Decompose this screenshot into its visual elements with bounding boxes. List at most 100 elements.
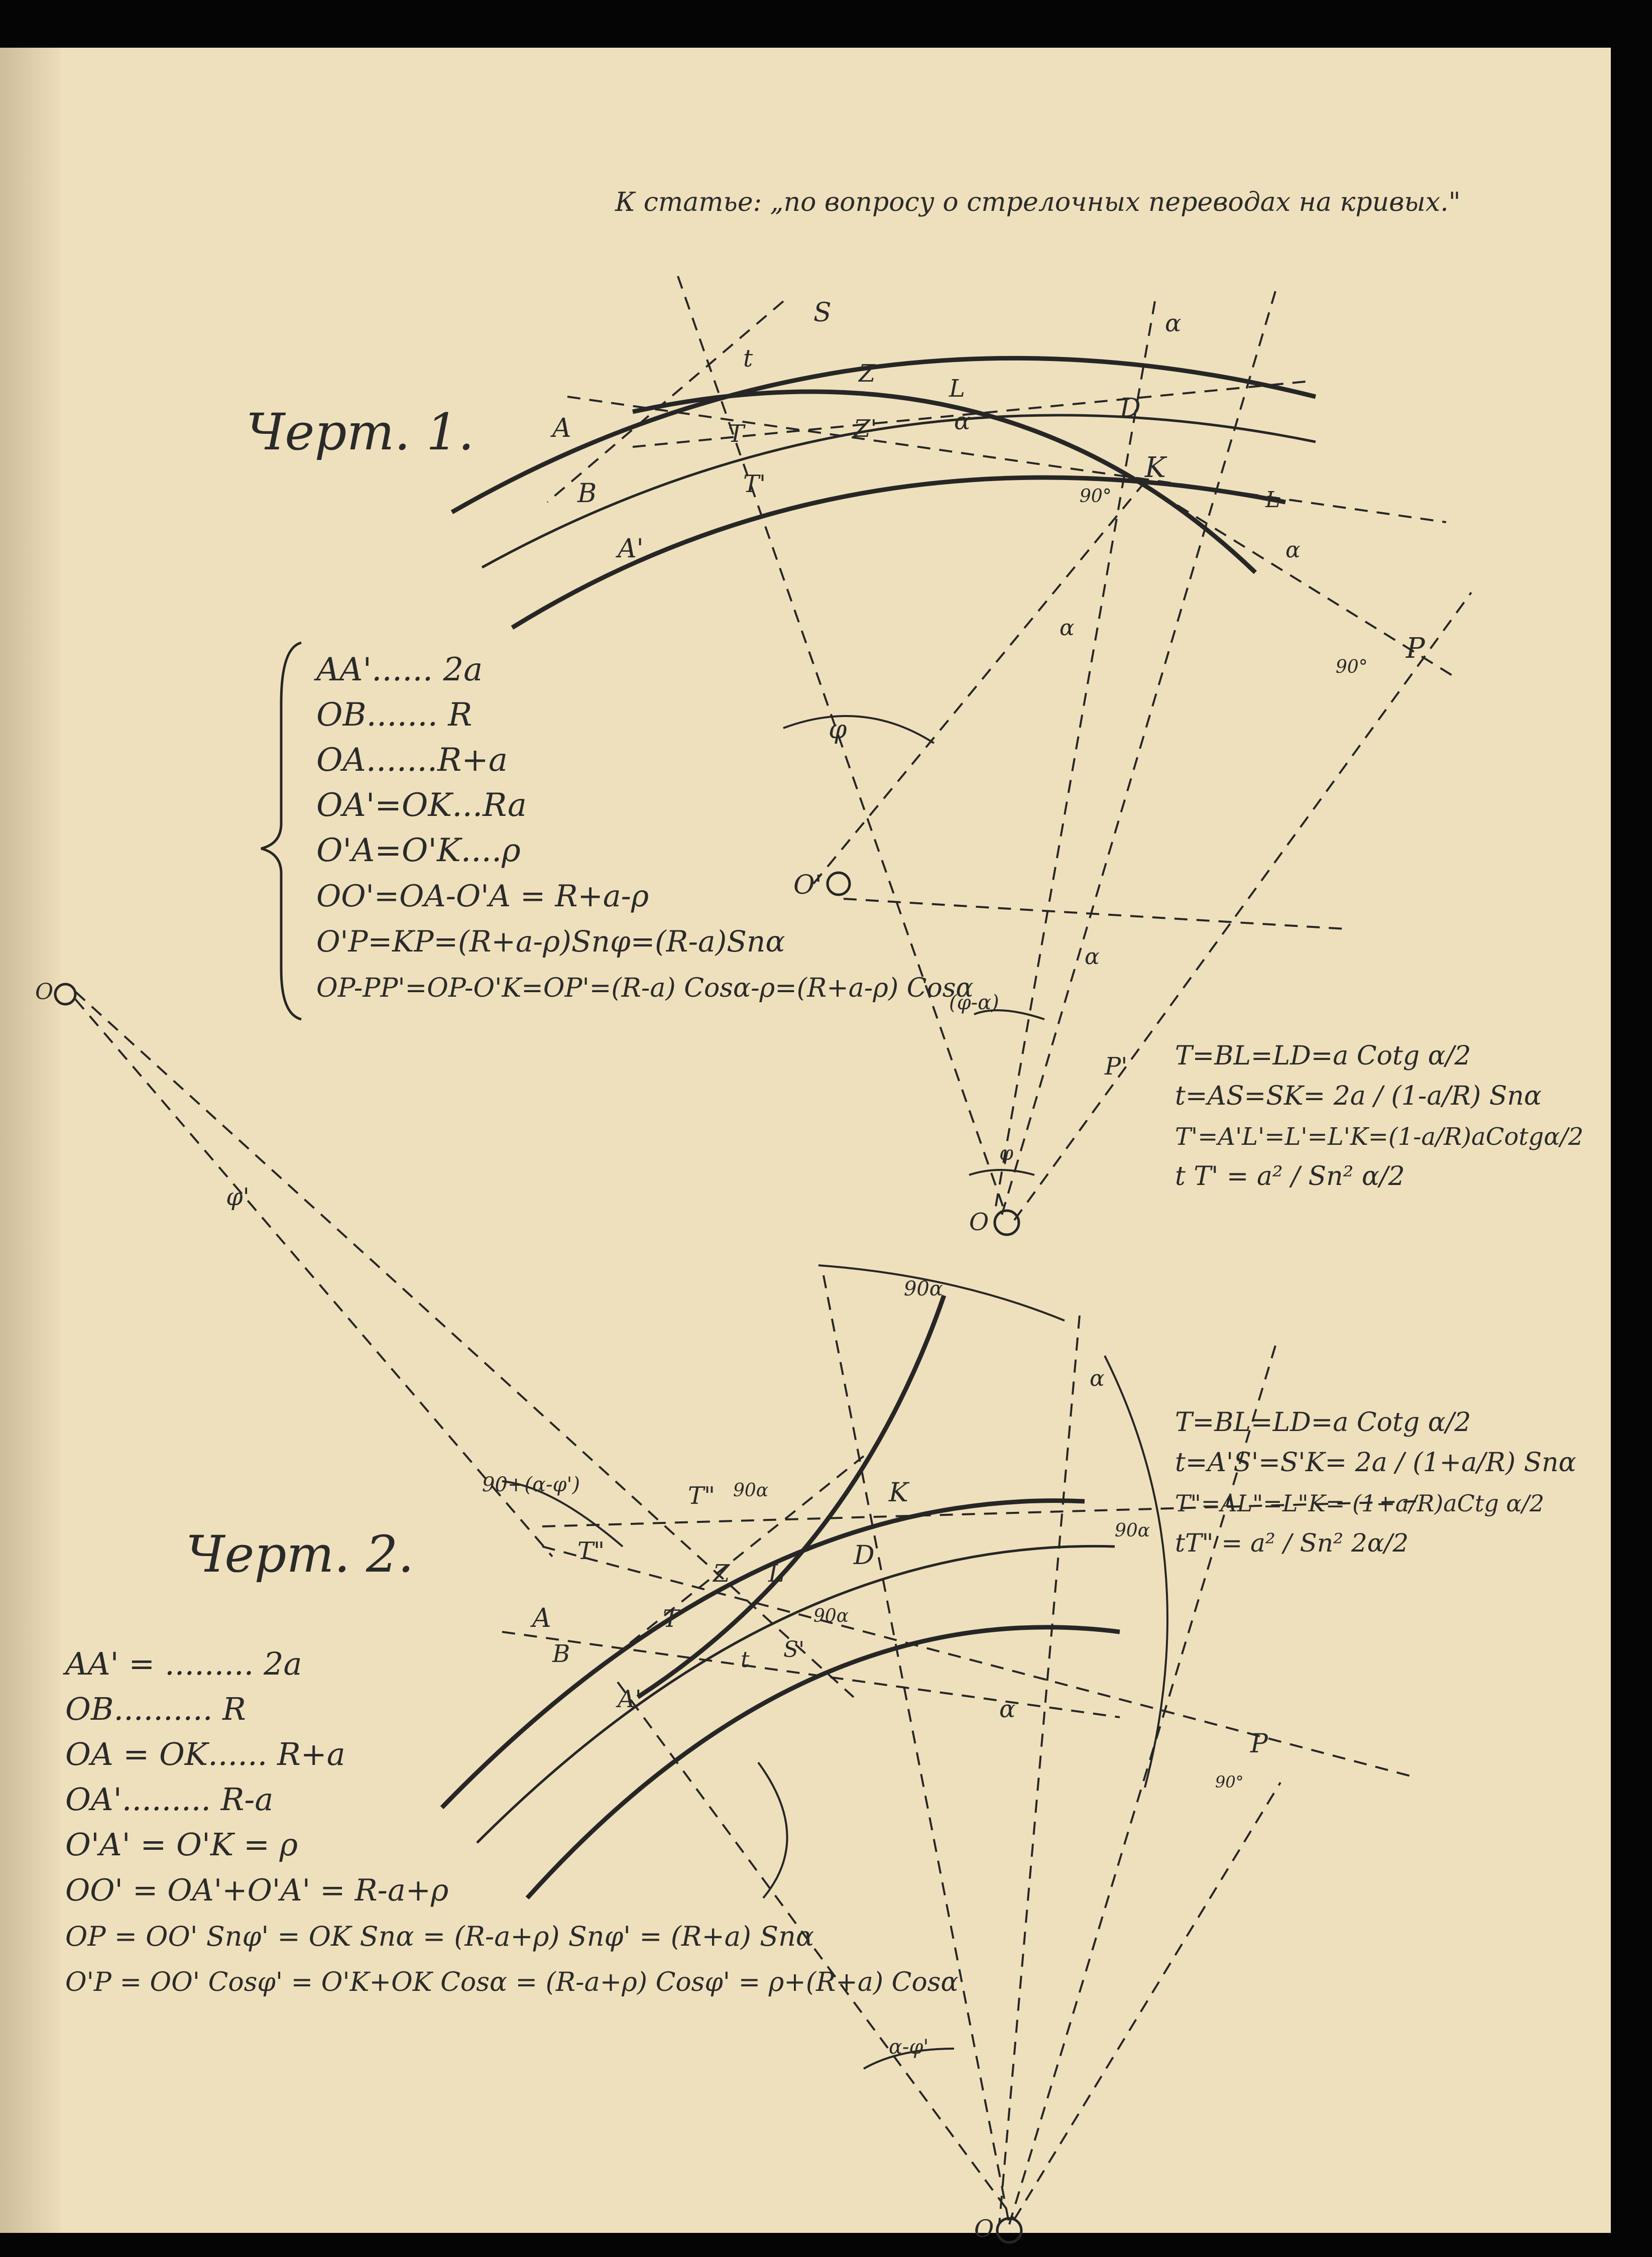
fig2-legend-line: O'A' = O'K = ρ [65, 1826, 298, 1863]
fig2-legend: AA' = ......... 2a OB.......... R OA = O… [63, 1645, 959, 1997]
fig2-legend-line: OB.......... R [65, 1691, 246, 1727]
fig2-label-90a-2: 90α [813, 1606, 849, 1626]
fig2-label-P: P [1250, 1729, 1268, 1759]
fig2-legend-line: OA'......... R-a [65, 1781, 273, 1818]
fig2-label-O: O [974, 2215, 994, 2243]
fig1-formula: T'=A'L'=L'=L'K=(1-a/R)aCotgα/2 [1175, 1123, 1584, 1151]
fig2-label-B: B [552, 1640, 570, 1668]
fig1-dash-o2-k [812, 481, 1146, 885]
fig2-label-t: t [741, 1647, 750, 1673]
fig1-label-T-prime: T' [743, 470, 766, 498]
fig1-center-o-prime [826, 871, 851, 896]
fig1-label-A-prime: A' [616, 534, 644, 564]
fig2-label-K: K [888, 1478, 910, 1508]
fig1-label-phi-low: φ [999, 1142, 1013, 1165]
fig1-dash-tangent-s [546, 300, 784, 503]
fig1-label-K: K [1144, 451, 1167, 484]
fig1-dash-horizontal [567, 396, 1447, 523]
fig2-label-90a: 90α [733, 1480, 768, 1501]
fig1-formula: t T' = a² / Sn² α/2 [1175, 1161, 1405, 1192]
fig2-dash-right [998, 1315, 1081, 2225]
fig1-label-T: T [728, 420, 746, 448]
fig1-label-L-top: L [1265, 487, 1280, 513]
fig1-legend-line: O'P=KP=(R+a-ρ)Snφ=(R-a)Snα [316, 924, 785, 959]
left-construction: O φ' [35, 979, 855, 1698]
fig1-label-A: A [550, 413, 571, 443]
fig1-label-O-prime: O' [793, 870, 822, 900]
fig1-title: Черт. 1. [246, 403, 474, 461]
fig1-dash-left-radius [677, 276, 1005, 1211]
fig2-arc-top [818, 1264, 1065, 1322]
fig1-label-90-a: 90° [1080, 486, 1112, 507]
fig1-label-90-b: 90° [1336, 657, 1368, 677]
fig1-formula: T=BL=LD=a Cotg α/2 [1175, 1041, 1471, 1071]
fig2-label-A-prime: A' [616, 1685, 642, 1713]
fig1-dash-o2-p [843, 898, 1346, 930]
fig1-rail-outer [450, 355, 1317, 514]
fig2-label-A: A [530, 1603, 551, 1633]
fig1-label-P: P [1405, 632, 1426, 665]
fig2-dash-lower [617, 1681, 1015, 2220]
fig2-formula: t=A'S'=S'K= 2a / (1+a/R) Snα [1175, 1448, 1576, 1478]
fig1-label-D: D [1119, 393, 1141, 423]
fig1-phi-low-arc [969, 1169, 1035, 1176]
fig1-legend-line: OB....... R [316, 696, 472, 734]
fig2-formula: T=BL=LD=a Cotg α/2 [1175, 1407, 1471, 1438]
fig2-label-D: D [853, 1540, 875, 1571]
fig2-formula: tT" = a² / Sn² 2α/2 [1175, 1528, 1408, 1558]
fig2-label-alpha-mid: α [999, 1695, 1015, 1723]
fig1-label-phi-alpha: (φ-α) [949, 991, 999, 1014]
fig1-label-alpha-right: α [1285, 537, 1301, 563]
figure-1: Черт. 1. [246, 276, 1584, 1236]
fig2-label-L: L [768, 1560, 784, 1588]
fig2-label-T-dd-1: T" [688, 1482, 715, 1510]
fig2-formulas: T=BL=LD=a Cotg α/2 t=A'S'=S'K= 2a / (1+a… [1175, 1407, 1576, 1558]
fig2-label-alpha-r: α [1090, 1366, 1105, 1391]
fig2-label-90deg: 90° [1215, 1772, 1244, 1792]
fig1-label-phi: φ [829, 715, 847, 745]
fig1-dash-kp [1139, 481, 1457, 679]
fig1-legend-line: OA'=OK...Ra [316, 787, 527, 824]
fig1-legend-line: OP-PP'=OP-O'K=OP'=(R-a) Cosα-ρ=(R+a-ρ) C… [316, 973, 974, 1003]
fig2-center-o [996, 2217, 1023, 2244]
fig2-dash-p [1013, 1781, 1281, 2220]
fig2-label-Z: Z [712, 1560, 731, 1588]
fig1-center-o [993, 1209, 1020, 1236]
fig1-dash-right-radius [1013, 591, 1472, 1221]
fig2-rail-outer [440, 1498, 1085, 1810]
left-label-phi-prime: φ' [226, 1183, 250, 1211]
fig1-legend-brace [261, 641, 302, 1021]
fig2-label-90a-right: 90α [1115, 1520, 1150, 1541]
fig1-label-P-prime: P' [1104, 1052, 1128, 1081]
fig1-legend: AA'...... 2a OB....... R OA.......R+a OA… [314, 651, 974, 1003]
fig2-label-T-dd-2: T" [577, 1537, 605, 1565]
fig2-legend-line: OO' = OA'+O'A' = R-a+ρ [65, 1873, 448, 1908]
fig2-arc-left [502, 1480, 624, 1548]
fig1-phi-arc [783, 715, 935, 744]
left-dash-long-2 [74, 991, 855, 1698]
page-fold-shadow [0, 48, 60, 2233]
fig1-rail-inner [511, 475, 1286, 630]
fig2-label-T: T [663, 1605, 680, 1633]
fig1-label-alpha-lower: α [1085, 944, 1100, 970]
left-center-o [54, 983, 77, 1006]
fig2-title: Черт. 2. [186, 1525, 414, 1584]
figure-2: Черт. 2. [63, 1264, 1576, 2244]
fig2-formula: T"=AL"=L"K= (1+a/R)aCtg α/2 [1175, 1490, 1544, 1517]
fig1-legend-line: O'A=O'K....ρ [316, 832, 521, 869]
fig1-label-alpha-mid: α [1059, 615, 1075, 641]
fig2-dash-mid [502, 1631, 1120, 1718]
fig1-switch-curve [632, 389, 1257, 574]
fig2-legend-line: O'P = OO' Cosφ' = O'K+OK Cosα = (R-a+ρ) … [65, 1967, 959, 1997]
fig1-legend-line: OO'=OA-O'A = R+a-ρ [316, 879, 649, 914]
page-header: К статье: „по вопросу о стрелочных перев… [615, 187, 1461, 217]
fig1-label-S: S [813, 298, 832, 328]
fig2-dash-horizontal [542, 1546, 1417, 1778]
left-dash-long [74, 998, 553, 1558]
fig1-phi-alpha-arc [974, 1009, 1045, 1020]
fig2-label-top-angle: 90α [904, 1277, 943, 1300]
fig1-label-Z-prime: Z' [853, 415, 877, 443]
fig2-arc-bottom [863, 2048, 955, 2070]
